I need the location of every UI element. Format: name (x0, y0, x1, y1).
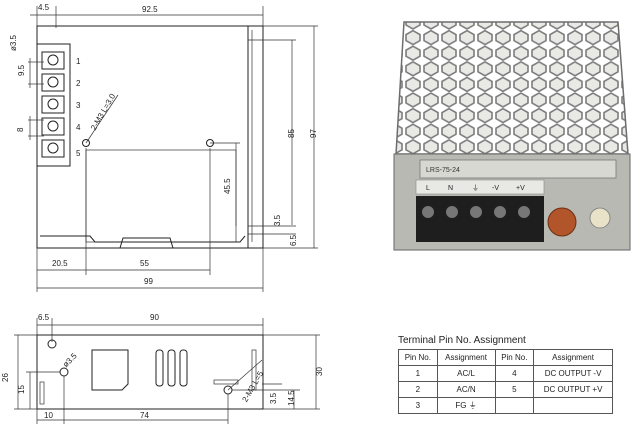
top-view: 4.5 92.5 1 2 3 4 5 ø3.5 9.5 8 (9, 3, 318, 292)
dim-side-bottom-left: 10 (44, 411, 53, 420)
header-assignment: Assignment (436, 349, 496, 366)
cell-pin: 3 (398, 397, 438, 414)
cell-pin: 4 (494, 365, 535, 382)
dim-side-small-b: 14.5 (287, 390, 296, 406)
terminal-block-drawing (36, 43, 71, 167)
side-view-body (36, 334, 264, 410)
header-pin-no-2: Pin No. (494, 349, 535, 366)
cell-assignment: AC/N (436, 381, 496, 398)
dim-hole-dia: ø3.5 (9, 34, 18, 51)
dim-side-bottom-mid: 74 (140, 411, 149, 420)
terminal-number-2: 2 (76, 79, 81, 88)
table-row: 2 AC/N 5 DC OUTPUT +V (398, 381, 613, 398)
terminal-table: Pin No. Assignment Pin No. Assignment 1 … (398, 349, 613, 414)
dim-height-inner: 85 (287, 129, 296, 138)
table-row: 1 AC/L 4 DC OUTPUT -V (398, 365, 613, 382)
dim-top-width: 92.5 (142, 5, 158, 14)
dim-overall-width: 99 (144, 277, 153, 286)
photo-terminal-minus-v: -V (492, 185, 499, 192)
dim-side-screw-label: 2-M3 L=5 (240, 369, 265, 403)
table-row: 3 FG ⏚ (398, 397, 613, 414)
dim-side-hole-dia: ø3.5 (61, 351, 79, 369)
photo-terminal-plus-v: +V (516, 185, 525, 192)
terminal-number-3: 3 (76, 101, 81, 110)
dim-bottom-left: 20.5 (52, 259, 68, 268)
dim-side-top-width: 90 (150, 313, 159, 322)
side-slot-3 (179, 349, 188, 387)
terminal-number-1: 1 (76, 57, 81, 66)
dim-pitch-b: 8 (16, 127, 25, 132)
cell-assignment: DC OUTPUT -V (533, 365, 613, 382)
dim-side-right-height: 30 (315, 367, 324, 376)
dim-bottom-mid: 55 (140, 259, 149, 268)
terminal-number-5: 5 (76, 149, 81, 158)
dim-screw-label-top: 2-M3 L=3.0 (89, 92, 117, 132)
photo-terminal-N: N (448, 185, 453, 192)
dim-side-small-a: 3.5 (269, 392, 278, 404)
cell-assignment: DC OUTPUT +V (533, 381, 613, 398)
photo-terminal-fg: ⏚ (472, 184, 479, 192)
product-photo: LRS-75-24 L N ⏚ -V +V (393, 21, 631, 251)
capacitor (589, 207, 611, 229)
photo-terminal-block (416, 196, 544, 242)
header-pin-no: Pin No. (398, 349, 438, 366)
side-hole-top-left (47, 339, 57, 349)
product-model: LRS-75-24 (426, 167, 460, 174)
mount-hole-left (82, 139, 90, 147)
product-label (419, 159, 617, 179)
terminal-number-4: 4 (76, 123, 81, 132)
dim-side-top-offset: 6.5 (38, 313, 50, 322)
inductor-coil (547, 207, 577, 237)
cell-assignment: AC/L (436, 365, 496, 382)
cell-assignment: FG ⏚ (436, 397, 496, 414)
side-slot-2 (167, 349, 176, 387)
cell-pin (494, 397, 535, 414)
dim-pitch-a: 9.5 (17, 64, 26, 76)
dim-side-left-height: 26 (1, 373, 10, 382)
cell-assignment (533, 397, 613, 414)
cell-pin: 2 (398, 381, 438, 398)
terminal-assignment: Terminal Pin No. Assignment Pin No. Assi… (398, 335, 613, 414)
side-slot-1 (155, 349, 164, 387)
dim-top-offset: 4.5 (38, 3, 50, 12)
terminal-screws (41, 51, 65, 158)
cell-pin: 5 (494, 381, 535, 398)
dim-mid-height: 45.5 (223, 178, 232, 194)
table-header-row: Pin No. Assignment Pin No. Assignment (398, 349, 613, 366)
header-assignment-2: Assignment (533, 349, 613, 366)
top-view-body (36, 25, 264, 249)
dim-small-b: 6.5 (289, 234, 298, 246)
dim-side-left-inner: 15 (17, 385, 26, 394)
dim-height-outer: 97 (309, 129, 318, 138)
terminal-table-title: Terminal Pin No. Assignment (398, 335, 526, 346)
side-view: 6.5 90 ø3.5 2-M3 L=5 26 15 30 14.5 3.5 (1, 313, 324, 424)
dim-small-a: 3.5 (273, 214, 282, 226)
cell-pin: 1 (398, 365, 438, 382)
mesh-cover (395, 21, 629, 155)
side-vent-left (91, 349, 129, 391)
photo-terminal-L: L (426, 185, 430, 192)
